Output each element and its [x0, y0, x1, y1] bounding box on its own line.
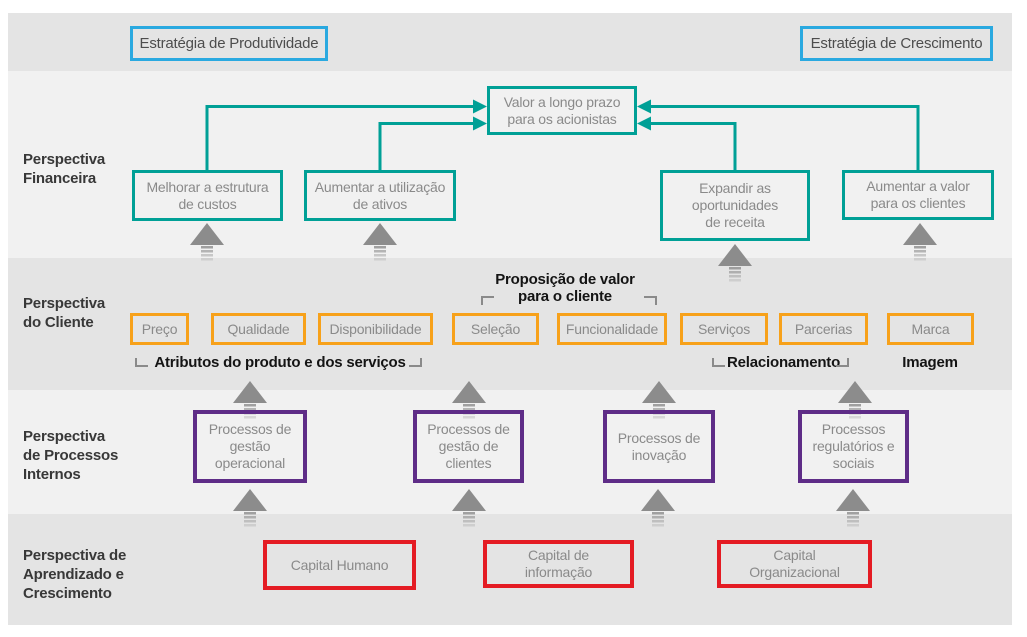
learning-perspective-label: Perspectiva de Aprendizado e Crescimento	[23, 547, 127, 602]
process-customer-mgmt-box: Processos de gestão de clientes	[413, 410, 524, 483]
bracket-top-right-icon	[644, 296, 657, 305]
growth-strategy-box: Estratégia de Crescimento	[800, 26, 993, 61]
customer-box-funcionalidade: Funcionalidade	[557, 313, 667, 345]
financial-perspective-label: Perspectiva Financeira	[23, 151, 106, 187]
up-arrow-icon	[190, 223, 224, 261]
bracket-bottom-left-icon	[135, 358, 148, 367]
information-capital-box: Capital de informação	[483, 540, 634, 588]
asset-utilization-box: Aumentar a utilização de ativos	[304, 170, 456, 221]
bracket-bottom-left-icon	[712, 358, 725, 367]
up-arrow-icon	[452, 489, 486, 527]
customer-box-qualidade: Qualidade	[211, 313, 306, 345]
bracket-bottom-right-icon	[836, 358, 849, 367]
bracket-bottom-right-icon	[409, 358, 422, 367]
up-arrow-icon	[903, 223, 937, 261]
internal-perspective-label: Perspectiva de Processos Internos	[23, 428, 119, 483]
process-operational-box: Processos de gestão operacional	[193, 410, 307, 483]
bracket-top-left-icon	[481, 296, 494, 305]
up-arrow-icon	[718, 244, 752, 282]
customer-band	[8, 258, 1012, 390]
customer-box-disponibilidade: Disponibilidade	[318, 313, 433, 345]
value-proposition-label: Proposição de valor para o cliente	[495, 271, 635, 305]
productivity-strategy-box: Estratégia de Produtividade	[130, 26, 328, 61]
up-arrow-icon	[363, 223, 397, 261]
customer-box-preco: Preço	[130, 313, 189, 345]
up-arrow-icon	[836, 489, 870, 527]
image-group-label: Imagem	[902, 354, 958, 371]
up-arrow-icon	[641, 489, 675, 527]
organizational-capital-box: Capital Organizacional	[717, 540, 872, 588]
customer-box-marca: Marca	[887, 313, 974, 345]
customer-box-selecao: Seleção	[452, 313, 539, 345]
longterm-value-box: Valor a longo prazo para os acionistas	[487, 86, 637, 135]
customer-box-parcerias: Parcerias	[779, 313, 868, 345]
process-innovation-box: Processos de inovação	[603, 410, 715, 483]
relationship-group-label: Relacionamento	[727, 354, 841, 371]
human-capital-box: Capital Humano	[263, 540, 416, 590]
customer-value-box: Aumentar a valor para os clientes	[842, 170, 994, 220]
up-arrow-icon	[233, 489, 267, 527]
strategy-band	[8, 13, 1012, 71]
revenue-opportunities-box: Expandir as oportunidades de receita	[660, 170, 810, 241]
process-regulatory-box: Processos regulatórios e sociais	[798, 410, 909, 483]
customer-box-servicos: Serviços	[680, 313, 768, 345]
learning-band	[8, 514, 1012, 625]
cost-structure-box: Melhorar a estrutura de custos	[132, 170, 283, 221]
attributes-group-label: Atributos do produto e dos serviços	[154, 354, 406, 371]
customer-perspective-label: Perspectiva do Cliente	[23, 295, 106, 331]
